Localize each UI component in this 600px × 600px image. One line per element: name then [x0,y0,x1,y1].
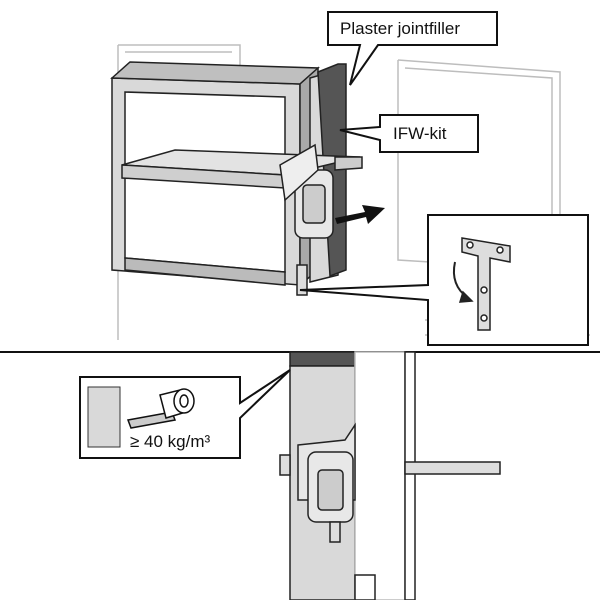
bracket-detail [452,237,511,331]
fire-damper [110,61,363,296]
callout-boxes [299,11,589,346]
section-view [279,351,501,600]
direction-arrow [335,205,385,224]
mineral-wool-swatch [87,386,121,448]
insulation-roll-icon [126,388,195,429]
density-label: ≥ 40 kg/m³ [130,432,211,451]
plaster-jointfiller-label: Plaster jointfiller [340,19,460,38]
density-callout-box [79,369,291,459]
ifw-kit-label: IFW-kit [393,124,447,143]
